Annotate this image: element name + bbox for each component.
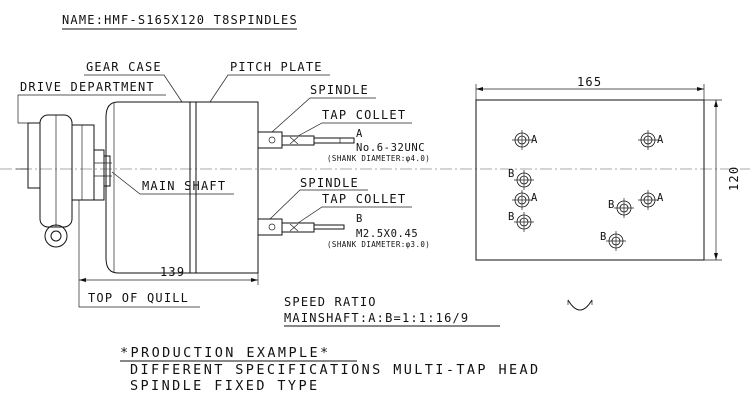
- label-top-of-quill: TOP OF QUILL: [88, 291, 189, 305]
- pitch-plate-outline: [195, 101, 259, 274]
- tap-hole: B: [508, 211, 534, 232]
- tap-hole: B: [600, 231, 626, 251]
- hole-label: B: [508, 168, 515, 180]
- main-shaft-body: [93, 149, 105, 201]
- label-pitch-plate: PITCH PLATE: [230, 60, 323, 74]
- tap-b: [313, 224, 345, 230]
- spec-a-letter: A: [356, 128, 363, 140]
- leader-pitch-plate: [209, 74, 330, 103]
- leader-tap-collet-b: [297, 206, 412, 224]
- label-tap-collet-a: TAP COLLET: [322, 108, 406, 122]
- hole-label: A: [657, 192, 664, 204]
- hole-label: B: [508, 211, 515, 223]
- dim-120-value: 120: [727, 166, 741, 191]
- label-spindle-a: SPINDLE: [310, 83, 369, 97]
- dim-165-arrow-right: [697, 87, 704, 91]
- drive-boss-outer: [44, 224, 68, 248]
- collet-b-hatch-2: [289, 223, 299, 232]
- dim-165-value: 165: [577, 75, 602, 89]
- top-view: 165 120 A A B A: [475, 75, 741, 311]
- tap-a: [313, 137, 355, 144]
- spec-b-shank: (SHANK DIAMETER:φ3.0): [327, 240, 430, 249]
- tap-hole: A: [512, 130, 538, 150]
- tap-hole: B: [608, 198, 634, 218]
- hole-label: A: [531, 192, 538, 204]
- dim-120-arrow-bottom: [714, 253, 718, 260]
- drive-coupling: [71, 124, 95, 201]
- side-view: GEAR CASE PITCH PLATE DRIVE DEPARTMENT S…: [16, 60, 430, 308]
- dim-139-arrow-right: [251, 278, 258, 282]
- hole-label: B: [600, 231, 607, 243]
- spindle-a-body: [257, 131, 283, 149]
- spindle-b-mark: [268, 223, 276, 231]
- leader-tap-collet-a: [297, 122, 412, 137]
- tap-hole: A: [638, 190, 664, 210]
- label-drive-department: DRIVE DEPARTMENT: [20, 80, 155, 94]
- hole-label: A: [657, 134, 664, 146]
- leader-main-shaft: [111, 171, 234, 195]
- dim-120-arrow-top: [714, 100, 718, 107]
- shaft-symbol: [567, 299, 593, 311]
- spec-a-thread: No.6-32UNC: [356, 142, 425, 154]
- tap-hole: A: [512, 190, 538, 210]
- leader-gear-case: [84, 74, 183, 103]
- drive-boss-inner: [50, 230, 62, 242]
- leader-spindle-b: [269, 189, 368, 220]
- speed-ratio-value: MAINSHAFT:A:B=1:1:16/9: [284, 311, 469, 325]
- dim-139-value: 139: [160, 265, 185, 279]
- tap-hole: A: [638, 130, 664, 150]
- label-tap-collet-b: TAP COLLET: [322, 192, 406, 206]
- production-line-1: DIFFERENT SPECIFICATIONS MULTI-TAP HEAD: [130, 362, 541, 378]
- drive-housing: [27, 122, 41, 189]
- spec-a-shank: (SHANK DIAMETER:φ4.0): [327, 154, 430, 163]
- label-gear-case: GEAR CASE: [86, 60, 162, 74]
- spindle-a-mark: [268, 136, 276, 144]
- spindle-b-body: [257, 218, 283, 236]
- leader-top-of-quill: [78, 285, 200, 308]
- dim-165-arrow-left: [476, 87, 483, 91]
- label-spindle-b: SPINDLE: [300, 176, 359, 190]
- hole-label: A: [531, 134, 538, 146]
- collet-a-hatch-2: [289, 136, 299, 145]
- speed-ratio-heading: SPEED RATIO: [284, 295, 377, 309]
- main-shaft-step: [103, 155, 111, 187]
- tap-hole: B: [508, 168, 534, 190]
- gear-case-outline: [105, 101, 191, 274]
- leader-spindle-a: [271, 97, 376, 133]
- production-heading: *PRODUCTION EXAMPLE*: [120, 345, 331, 361]
- plate-face: [475, 99, 705, 261]
- drawing-title: NAME:HMF-S165X120 T8SPINDLES: [62, 13, 298, 27]
- leader-drive-department: [17, 94, 166, 124]
- label-main-shaft: MAIN SHAFT: [142, 179, 226, 193]
- spec-b-thread: M2.5X0.45: [356, 228, 418, 240]
- dim-139-arrow-left: [79, 278, 86, 282]
- hole-label: B: [608, 199, 615, 211]
- spec-b-letter: B: [356, 213, 363, 225]
- production-line-2: SPINDLE FIXED TYPE: [130, 378, 320, 394]
